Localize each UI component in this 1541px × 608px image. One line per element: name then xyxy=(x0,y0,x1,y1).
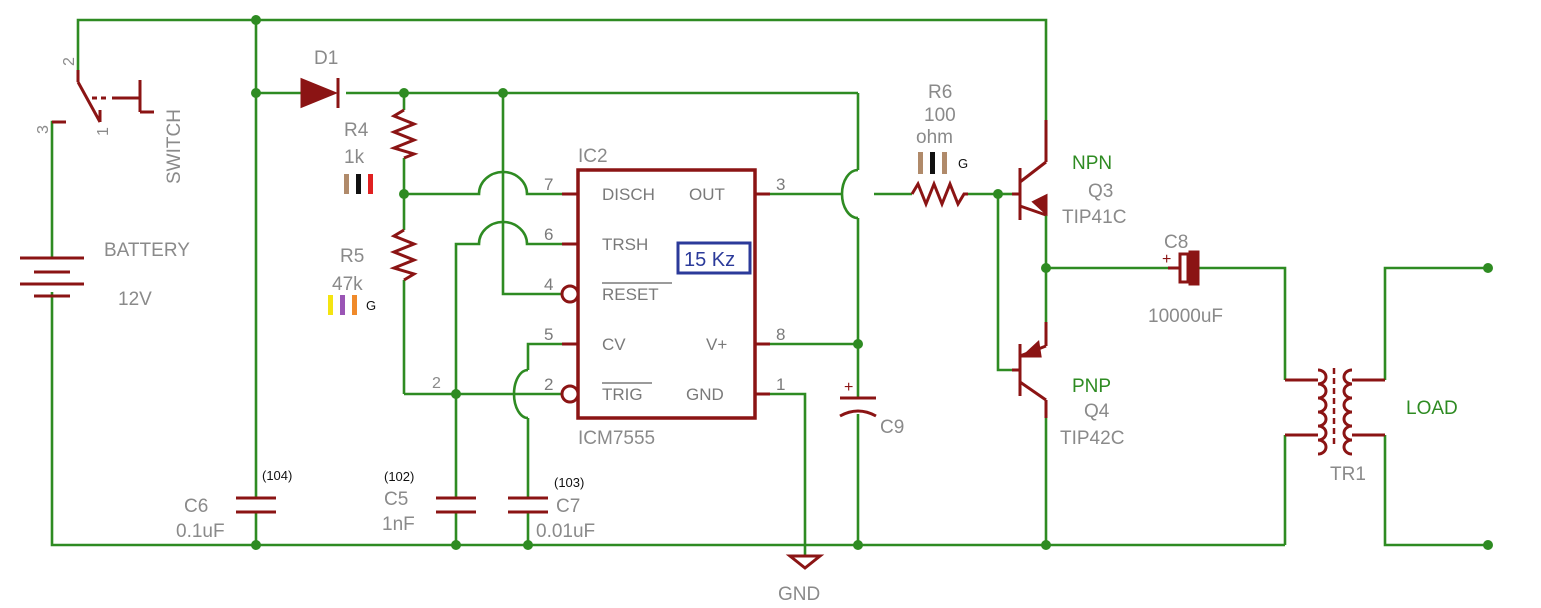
freq-label: 15 Kz xyxy=(684,249,735,271)
r4-label: R4 xyxy=(344,120,369,141)
transistor-q3-npn: NPN Q3 TIP41C xyxy=(1012,120,1126,228)
transformer-tr1: TR1 xyxy=(1285,368,1385,485)
q3-part: TIP41C xyxy=(1062,207,1126,228)
freq-box xyxy=(676,241,752,275)
ic-pin-7-num: 7 xyxy=(544,175,553,194)
c7-code: (103) xyxy=(554,475,584,490)
c9-label: C9 xyxy=(880,417,904,438)
wires xyxy=(50,18,1488,556)
c8-label: C8 xyxy=(1164,232,1188,253)
battery-label: BATTERY xyxy=(104,240,190,261)
ic-pin-3-num: 3 xyxy=(776,175,785,194)
diode-d1: D1 xyxy=(300,48,340,109)
r5-tolerance: G xyxy=(366,298,376,313)
capacitor-c9: + C9 xyxy=(839,379,904,438)
r4-band-red xyxy=(368,174,373,194)
ic-pin-out: OUT xyxy=(689,185,725,204)
switch: 2 3 1 SWITCH xyxy=(35,57,185,184)
ic-part: ICM7555 xyxy=(578,428,655,449)
capacitor-c7: (103) C7 0.01uF xyxy=(508,475,595,542)
r4-band-black xyxy=(356,174,361,194)
node-2-label: 2 xyxy=(432,375,441,392)
ic-pin-5-num: 5 xyxy=(544,325,553,344)
r6-band-black xyxy=(930,152,935,174)
r5-label: R5 xyxy=(340,246,364,267)
switch-label: SWITCH xyxy=(164,109,185,184)
c7-value: 0.01uF xyxy=(536,521,595,542)
ic-pin-gnd: GND xyxy=(686,385,724,404)
ic-pin-1-num: 1 xyxy=(776,375,785,394)
r5-band-violet xyxy=(340,295,345,315)
battery-voltage: 12V xyxy=(118,289,152,310)
ic-label: IC2 xyxy=(578,146,608,167)
resistor-r6: R6 100 ohm G xyxy=(910,82,968,209)
c5-label: C5 xyxy=(384,489,408,510)
d1-label: D1 xyxy=(314,48,338,69)
c6-code: (104) xyxy=(262,468,292,483)
junctions xyxy=(251,15,1493,550)
c5-code: (102) xyxy=(384,469,414,484)
r6-label: R6 xyxy=(928,82,952,103)
ic-pin-8-num: 8 xyxy=(776,325,785,344)
q3-name: Q3 xyxy=(1088,181,1113,202)
ic-pin-disch: DISCH xyxy=(602,185,655,204)
r5-band-yellow xyxy=(328,295,333,315)
c6-label: C6 xyxy=(184,496,208,517)
r6-value-1: 100 xyxy=(924,105,956,126)
r6-band-brown-2 xyxy=(942,152,947,174)
q4-name: Q4 xyxy=(1084,401,1110,422)
load-label: LOAD xyxy=(1406,398,1458,419)
r6-tolerance: G xyxy=(958,156,968,171)
r5-band-orange xyxy=(352,295,357,315)
resistor-r5: R5 47k G xyxy=(328,228,419,315)
battery: BATTERY 12V xyxy=(20,240,190,310)
ic-pin-vplus: V+ xyxy=(706,335,727,354)
c8-polarity: + xyxy=(1162,251,1171,268)
r6-value-2: ohm xyxy=(916,127,953,148)
capacitor-c8: + C8 10000uF xyxy=(1148,232,1223,327)
r4-value: 1k xyxy=(344,147,365,168)
ic-pin-6-num: 6 xyxy=(544,225,553,244)
r5-value: 47k xyxy=(332,274,363,295)
q3-type: NPN xyxy=(1072,153,1112,174)
c6-value: 0.1uF xyxy=(176,521,225,542)
switch-pin-3: 3 xyxy=(35,125,52,134)
capacitor-c5: (102) C5 1nF xyxy=(382,469,476,535)
switch-pin-2: 2 xyxy=(61,57,78,66)
c9-polarity: + xyxy=(844,379,853,396)
r6-band-brown xyxy=(918,152,923,174)
c7-label: C7 xyxy=(556,496,580,517)
ic-pin-trig: TRIG xyxy=(602,385,643,404)
ic-pin-4-num: 4 xyxy=(544,275,553,294)
ic-pin-trsh: TRSH xyxy=(602,235,648,254)
ic-pin-reset: RESET xyxy=(602,285,659,304)
transistor-q4-pnp: PNP Q4 TIP42C xyxy=(1012,322,1124,449)
r4-band-brown xyxy=(344,174,349,194)
ground-symbol: GND xyxy=(778,554,825,605)
c8-value: 10000uF xyxy=(1148,306,1223,327)
tr1-label: TR1 xyxy=(1330,464,1366,485)
switch-pin-1: 1 xyxy=(95,127,112,136)
q4-part: TIP42C xyxy=(1060,428,1124,449)
c5-value: 1nF xyxy=(382,514,415,535)
q4-type: PNP xyxy=(1072,376,1111,397)
capacitor-c6: (104) C6 0.1uF xyxy=(176,468,292,542)
gnd-label: GND xyxy=(778,584,820,605)
ic2-icm7555: IC2 ICM7555 7 6 4 5 2 DISCH TRSH RESET C… xyxy=(544,146,785,449)
ic-pin-2-num: 2 xyxy=(544,375,553,394)
ic-pin-cv: CV xyxy=(602,335,626,354)
resistor-r4: R4 1k xyxy=(344,108,419,194)
